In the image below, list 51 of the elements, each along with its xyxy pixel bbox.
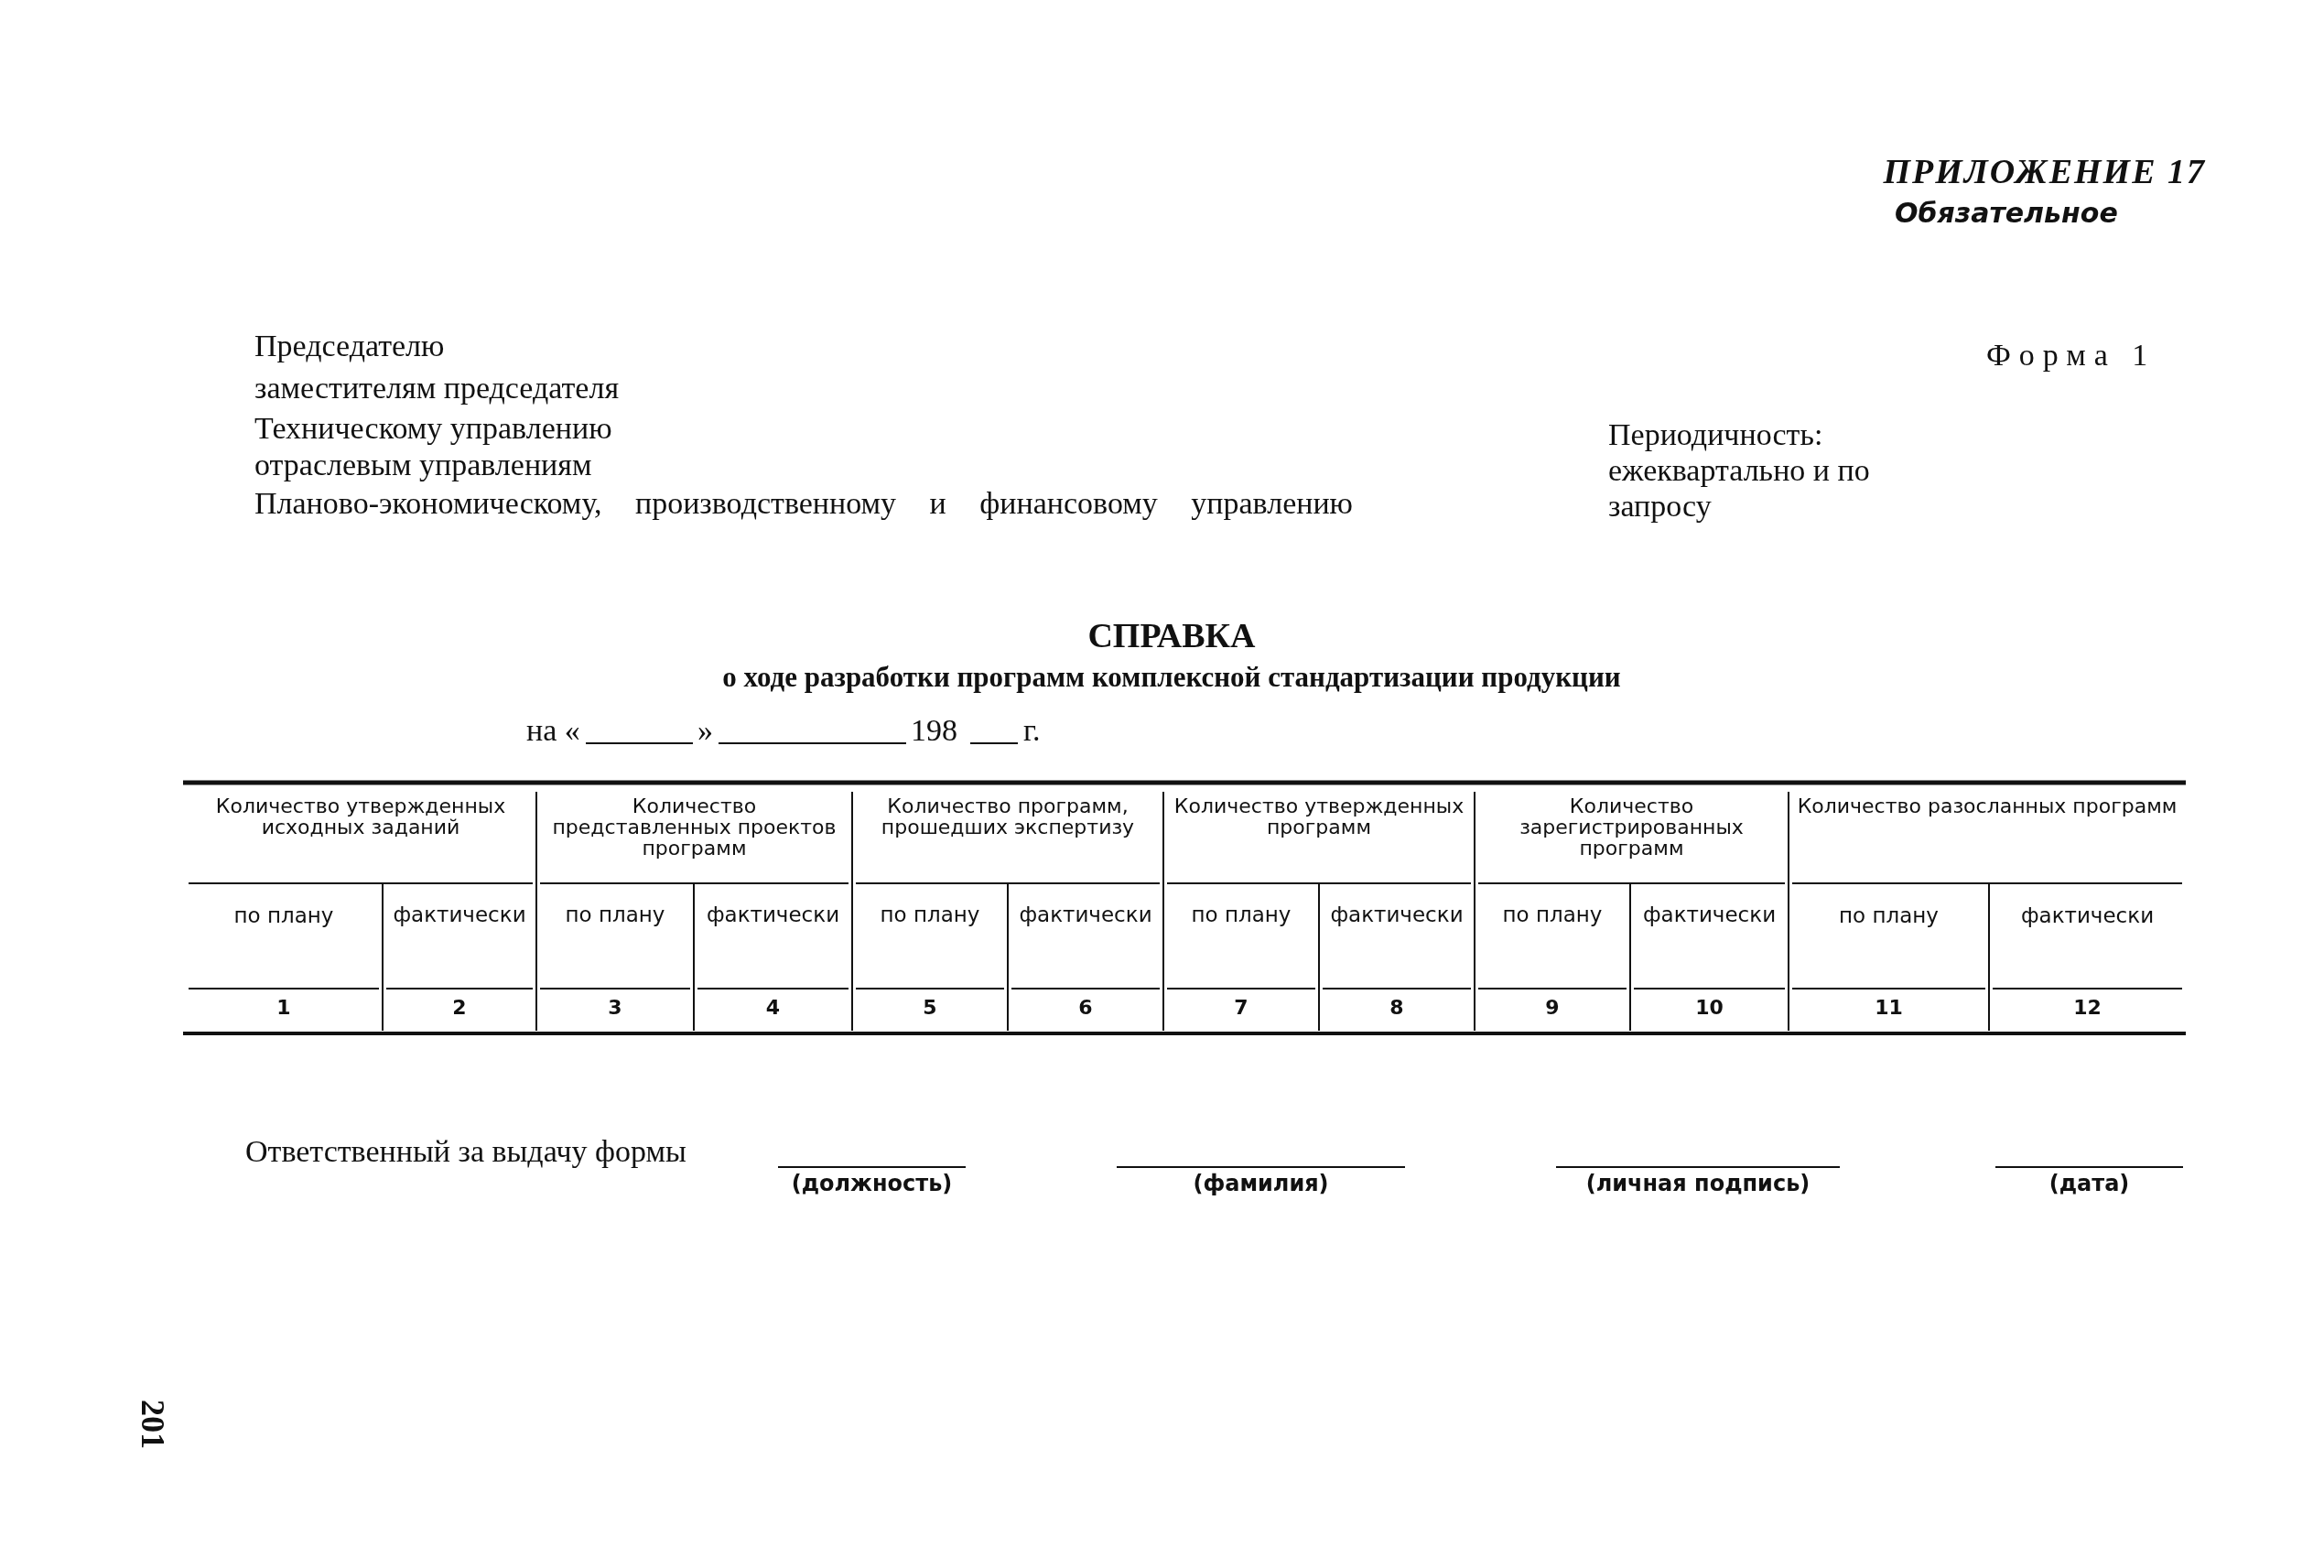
column-number: 4: [764, 996, 782, 1020]
note-text: Обязательное: [1895, 197, 2118, 229]
column-number: 10: [1694, 996, 1724, 1020]
column-number: 5: [922, 996, 938, 1020]
column-number: 3: [607, 996, 623, 1020]
date-text: на «: [526, 712, 580, 749]
signature-label: Ответственный за выдачу формы: [245, 1133, 686, 1170]
addressee-text: Председателю: [254, 328, 445, 364]
addressee-text: заместителям председателя: [254, 370, 620, 406]
column-number: 2: [451, 996, 468, 1020]
column-header: Количество разосланных программ: [1796, 795, 2178, 817]
column-number: 11: [1874, 996, 1904, 1020]
addressee-text: отраслевым управлениям: [254, 447, 592, 483]
column-subheader: фактически: [1641, 903, 1778, 926]
periodicity-text: Периодичность: ежеквартально и по запросу: [1608, 416, 1871, 524]
appendix-heading: ПРИЛОЖЕНИЕ 17: [1882, 151, 2206, 191]
column-number: 12: [2072, 996, 2102, 1020]
form-number: Форма 1: [1986, 337, 2156, 373]
column-subheader: по плану: [879, 903, 981, 926]
column-number: 1: [276, 996, 292, 1020]
column-number: 7: [1233, 996, 1249, 1020]
column-header: Количество программ, прошедших экспертизу: [880, 795, 1136, 838]
fill-in-caption: (должность): [790, 1172, 954, 1197]
column-header: Количество утвержденных исходных заданий: [214, 795, 507, 838]
column-subheader: фактически: [1018, 903, 1153, 926]
column-header: Количество зарегистрированных программ: [1519, 795, 1745, 860]
date-text: г.: [1023, 712, 1041, 749]
subtitle-text: о ходе разработки программ комплексной стандартизации продукции: [721, 661, 1622, 694]
addressee-text: Планово-экономическому, производственному и финансовому управлению: [254, 485, 1354, 522]
column-subheader: по плану: [1838, 903, 1940, 928]
column-subheader: по плану: [564, 903, 666, 926]
column-subheader: фактически: [1329, 903, 1465, 926]
fill-in-caption: (фамилия): [1192, 1172, 1330, 1197]
column-subheader: по плану: [1501, 903, 1604, 926]
date-text: 198: [911, 712, 957, 749]
page-number: 201: [134, 1400, 172, 1449]
column-subheader: по плану: [232, 903, 335, 928]
column-subheader: фактически: [392, 903, 527, 926]
column-subheader: по плану: [1190, 903, 1292, 926]
title: СПРАВКА: [1086, 615, 1257, 655]
column-header: Количество представленных проектов программ: [551, 795, 838, 860]
date-text: »: [697, 712, 713, 749]
addressee-text: Техническому управлению: [254, 410, 612, 447]
fill-in-caption: (личная подпись): [1584, 1172, 1811, 1197]
column-subheader: фактически: [2019, 903, 2156, 928]
column-number: 9: [1544, 996, 1561, 1020]
fill-in-caption: (дата): [2048, 1172, 2131, 1197]
column-header: Количество утвержденных программ: [1173, 795, 1465, 838]
column-number: 8: [1389, 996, 1405, 1020]
column-subheader: фактически: [705, 903, 841, 926]
column-number: 6: [1077, 996, 1094, 1020]
